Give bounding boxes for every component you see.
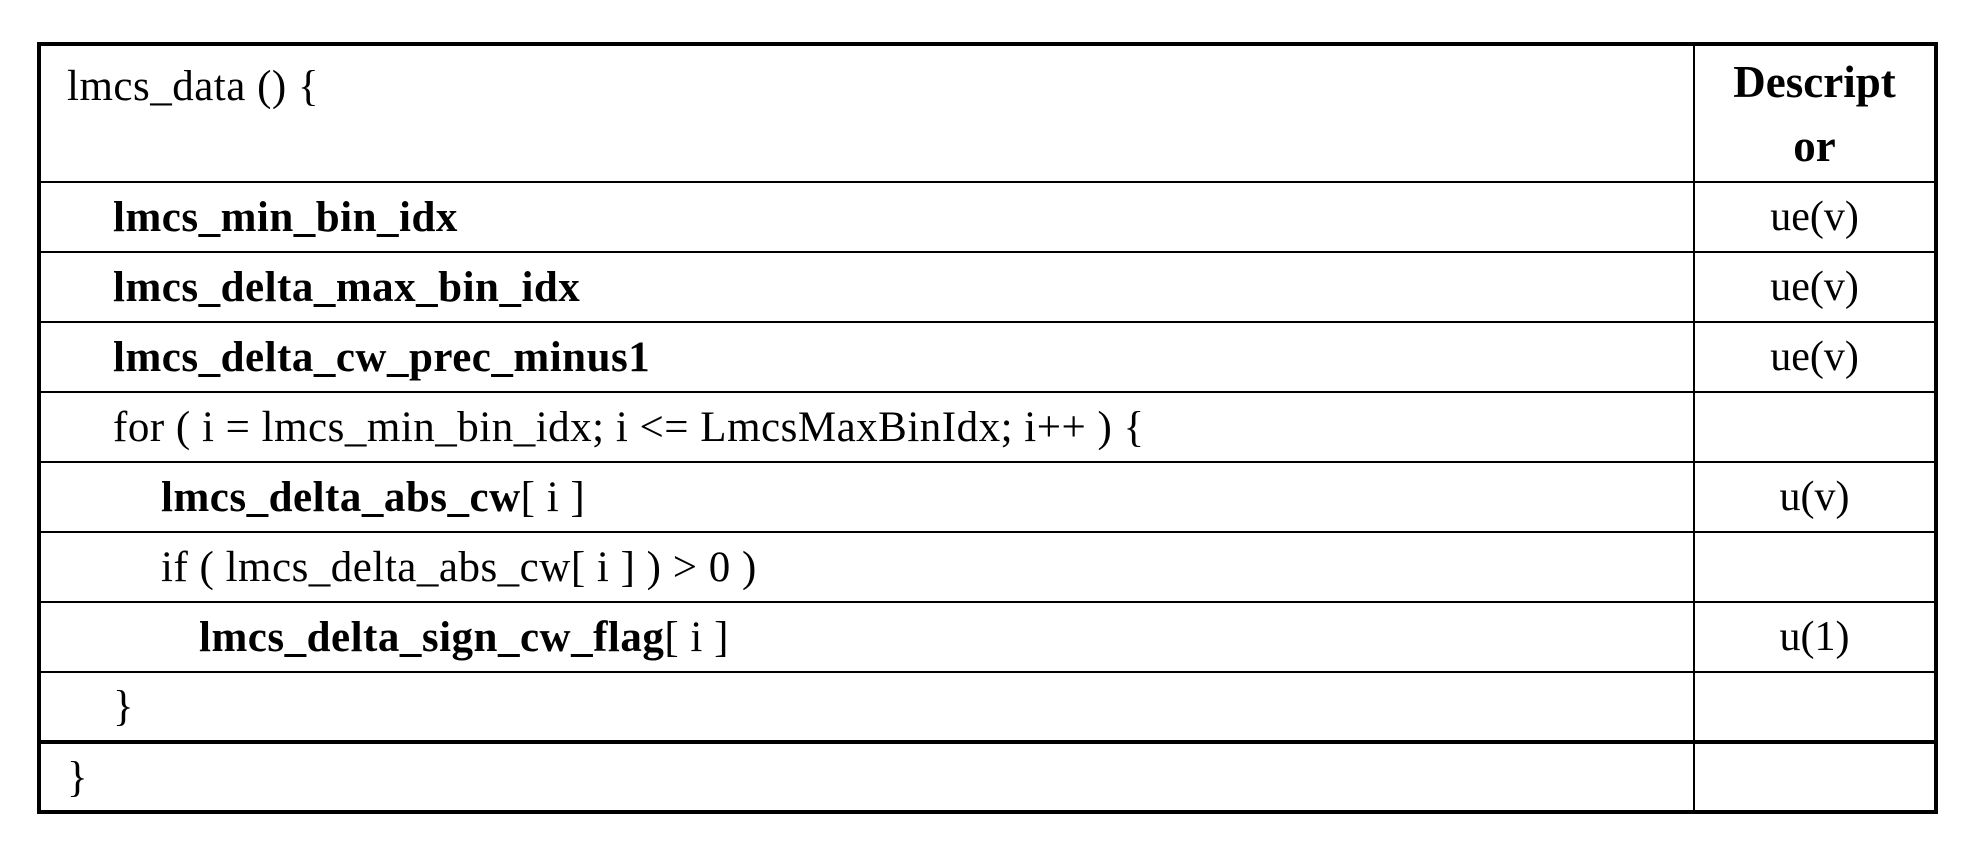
descriptor-header-line2: or: [1793, 120, 1836, 171]
descriptor-cell: [1693, 531, 1937, 603]
syntax-cell: if ( lmcs_delta_abs_cw[ i ] ) > 0 ): [38, 531, 1695, 603]
syntax-cell: lmcs_delta_abs_cw[ i ]: [38, 461, 1695, 533]
table-header-row: lmcs_data () { Descript or: [38, 43, 1937, 183]
function-name-label: lmcs_data () {: [67, 63, 320, 110]
syntax-element-name: lmcs_delta_cw_prec_minus1: [113, 333, 651, 381]
descriptor-cell: ue(v): [1693, 251, 1937, 323]
for-loop-statement: for ( i = lmcs_min_bin_idx; i <= LmcsMax…: [113, 403, 1145, 451]
descriptor-cell: ue(v): [1693, 181, 1937, 253]
descriptor-cell: ue(v): [1693, 321, 1937, 393]
array-index-suffix: [ i ]: [520, 473, 586, 521]
syntax-cell: for ( i = lmcs_min_bin_idx; i <= LmcsMax…: [38, 391, 1695, 463]
if-statement: if ( lmcs_delta_abs_cw[ i ] ) > 0 ): [161, 543, 757, 591]
table-row: if ( lmcs_delta_abs_cw[ i ] ) > 0 ): [38, 531, 1937, 603]
syntax-element-name: lmcs_delta_max_bin_idx: [113, 263, 581, 311]
descriptor-header-line1: Descript: [1733, 56, 1896, 107]
syntax-cell: }: [38, 740, 1695, 813]
syntax-header-cell: lmcs_data () {: [38, 43, 1695, 183]
descriptor-header-cell: Descript or: [1693, 43, 1937, 183]
table-row: lmcs_delta_abs_cw[ i ] u(v): [38, 461, 1937, 533]
syntax-cell: lmcs_delta_cw_prec_minus1: [38, 321, 1695, 393]
table-row: for ( i = lmcs_min_bin_idx; i <= LmcsMax…: [38, 391, 1937, 463]
table-row: lmcs_delta_sign_cw_flag[ i ] u(1): [38, 601, 1937, 673]
descriptor-cell: [1693, 671, 1937, 743]
descriptor-cell: [1693, 740, 1937, 813]
closing-brace: }: [113, 683, 135, 730]
syntax-cell: }: [38, 671, 1695, 743]
lmcs-syntax-table: lmcs_data () { Descript or lmcs_min_bin_…: [37, 42, 1938, 814]
syntax-cell: lmcs_min_bin_idx: [38, 181, 1695, 253]
syntax-element-name: lmcs_min_bin_idx: [113, 193, 458, 241]
table-row: lmcs_delta_max_bin_idx ue(v): [38, 251, 1937, 323]
descriptor-cell: u(v): [1693, 461, 1937, 533]
syntax-element-name: lmcs_delta_sign_cw_flag: [199, 613, 665, 661]
descriptor-cell: u(1): [1693, 601, 1937, 673]
closing-brace: }: [67, 753, 89, 801]
syntax-element-name: lmcs_delta_abs_cw: [161, 473, 521, 521]
table-row: lmcs_delta_cw_prec_minus1 ue(v): [38, 321, 1937, 393]
syntax-cell: lmcs_delta_max_bin_idx: [38, 251, 1695, 323]
descriptor-cell: [1693, 391, 1937, 463]
syntax-cell: lmcs_delta_sign_cw_flag[ i ]: [38, 601, 1695, 673]
table-row: lmcs_min_bin_idx ue(v): [38, 181, 1937, 253]
table-row: }: [38, 671, 1937, 743]
table-row: }: [38, 740, 1937, 813]
array-index-suffix: [ i ]: [664, 613, 729, 661]
